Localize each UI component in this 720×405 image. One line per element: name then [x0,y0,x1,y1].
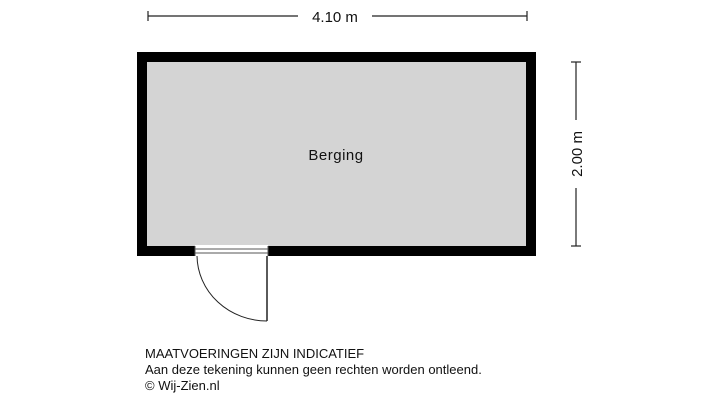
height-dimension-label: 2.00 m [569,131,586,177]
door-opening [195,245,268,257]
disclaimer-heading: MAATVOERINGEN ZIJN INDICATIEF [145,346,365,361]
door-swing-arc [196,255,268,322]
room-floor [147,62,526,246]
disclaimer-text: Aan deze tekening kunnen geen rechten wo… [145,362,482,377]
disclaimer: MAATVOERINGEN ZIJN INDICATIEF Aan deze t… [145,346,482,394]
width-dimension-label: 4.10 m [312,9,358,26]
height-dimension: 2.00 m [569,61,586,247]
room-berging: Berging [137,52,536,322]
width-dimension: 4.10 m [147,9,528,26]
copyright-text: © Wij-Zien.nl [145,378,220,393]
room-label: Berging [308,147,363,164]
